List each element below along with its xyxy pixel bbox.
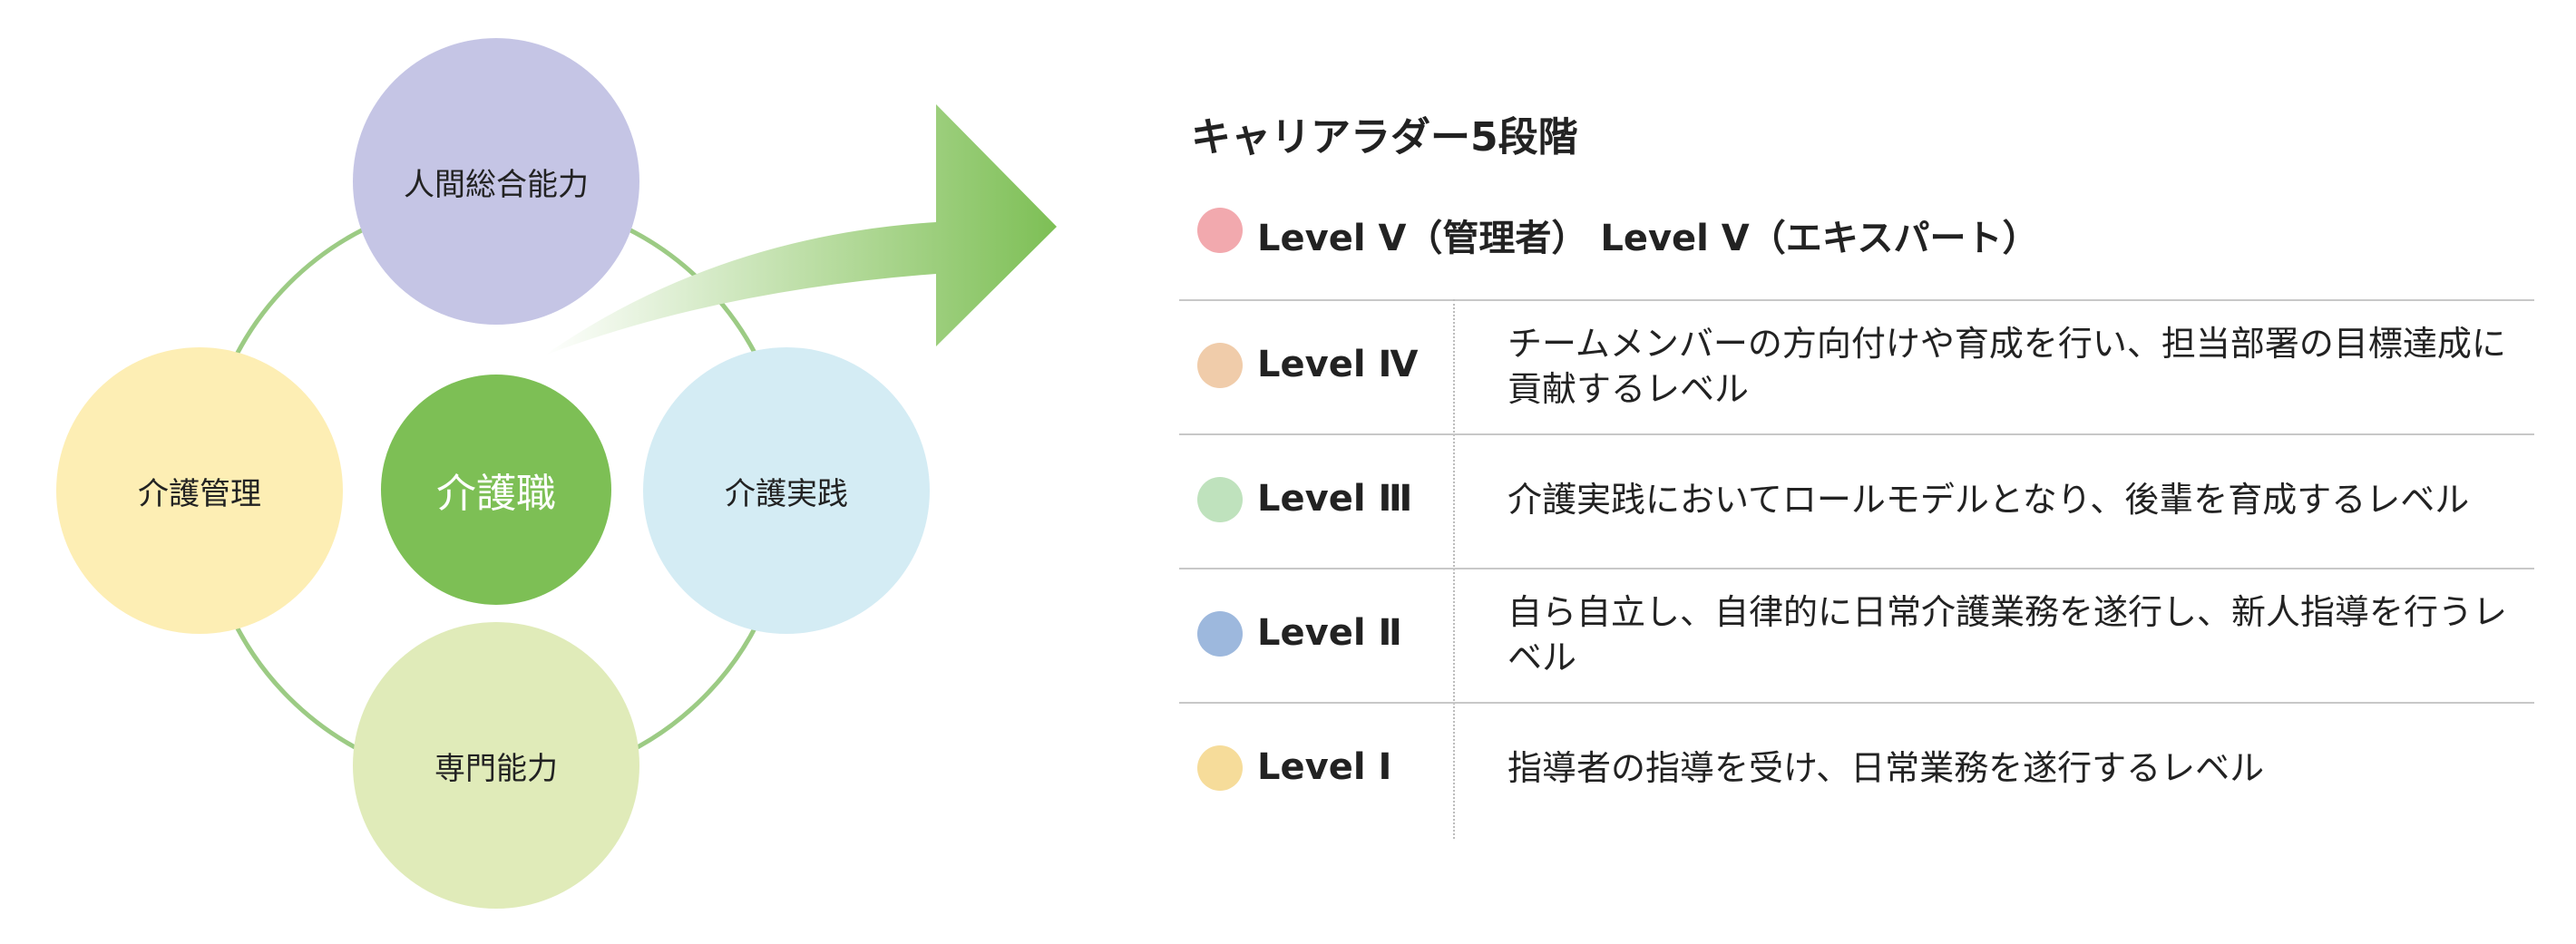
level-row-iii: Level Ⅲ 介護実践においてロールモデルとなり、後輩を育成するレベル	[1179, 435, 2534, 568]
career-ladder-panel: キャリアラダー5段階 Level Ⅴ（管理者） Level Ⅴ（エキスパート） …	[1179, 0, 2540, 944]
level-ii-dot	[1197, 611, 1243, 657]
level-iv-label: Level Ⅳ	[1257, 344, 1419, 385]
level-i-dot	[1197, 745, 1243, 791]
career-diagram: 人間総合能力 介護管理 介護実践 専門能力 介護職	[0, 0, 1088, 944]
level-iv-dot	[1197, 343, 1243, 388]
circle-expertise-label: 専門能力	[434, 750, 558, 787]
divider	[1179, 702, 2534, 704]
level-row-v: Level Ⅴ（管理者） Level Ⅴ（エキスパート）	[1179, 204, 2534, 295]
level-i-label: Level Ⅰ	[1257, 746, 1392, 788]
level-row-i: Level Ⅰ 指導者の指導を受け、日常業務を遂行するレベル	[1179, 704, 2534, 836]
circle-expertise: 専門能力	[353, 622, 639, 909]
divider	[1179, 433, 2534, 435]
circle-human-competence-label: 人間総合能力	[404, 166, 589, 203]
circle-care-practice-label: 介護実践	[725, 475, 848, 512]
growth-arrow	[544, 104, 1057, 355]
level-i-description: 指導者の指導を受け、日常業務を遂行するレベル	[1508, 748, 2265, 788]
circle-care-worker-label: 介護職	[436, 471, 556, 517]
level-ii-description: 自ら自立し、自律的に日常介護業務を遂行し、新人指導を行うレベル	[1508, 592, 2508, 677]
level-v-label: Level Ⅴ（管理者） Level Ⅴ（エキスパート）	[1257, 218, 2039, 259]
level-iii-description: 介護実践においてロールモデルとなり、後輩を育成するレベル	[1508, 480, 2470, 520]
level-ii-label: Level Ⅱ	[1257, 612, 1402, 654]
circle-care-management: 介護管理	[56, 347, 343, 634]
circle-care-worker: 介護職	[381, 375, 611, 605]
level-v-dot	[1197, 208, 1243, 253]
level-row-iv: Level Ⅳ チームメンバーの方向付けや育成を行い、担当部署の目標達成に貢献す…	[1179, 301, 2534, 433]
divider	[1179, 299, 2534, 301]
level-row-ii: Level Ⅱ 自ら自立し、自律的に日常介護業務を遂行し、新人指導を行うレベル	[1179, 569, 2534, 702]
level-iii-label: Level Ⅲ	[1257, 478, 1413, 520]
divider	[1179, 568, 2534, 569]
ladder-title: キャリアラダー5段階	[1191, 114, 1578, 161]
circle-care-management-label: 介護管理	[138, 475, 261, 512]
level-iv-description: チームメンバーの方向付けや育成を行い、担当部署の目標達成に貢献するレベル	[1508, 324, 2506, 409]
level-iii-dot	[1197, 477, 1243, 522]
circle-care-practice: 介護実践	[643, 347, 930, 634]
circle-human-competence: 人間総合能力	[353, 38, 639, 325]
